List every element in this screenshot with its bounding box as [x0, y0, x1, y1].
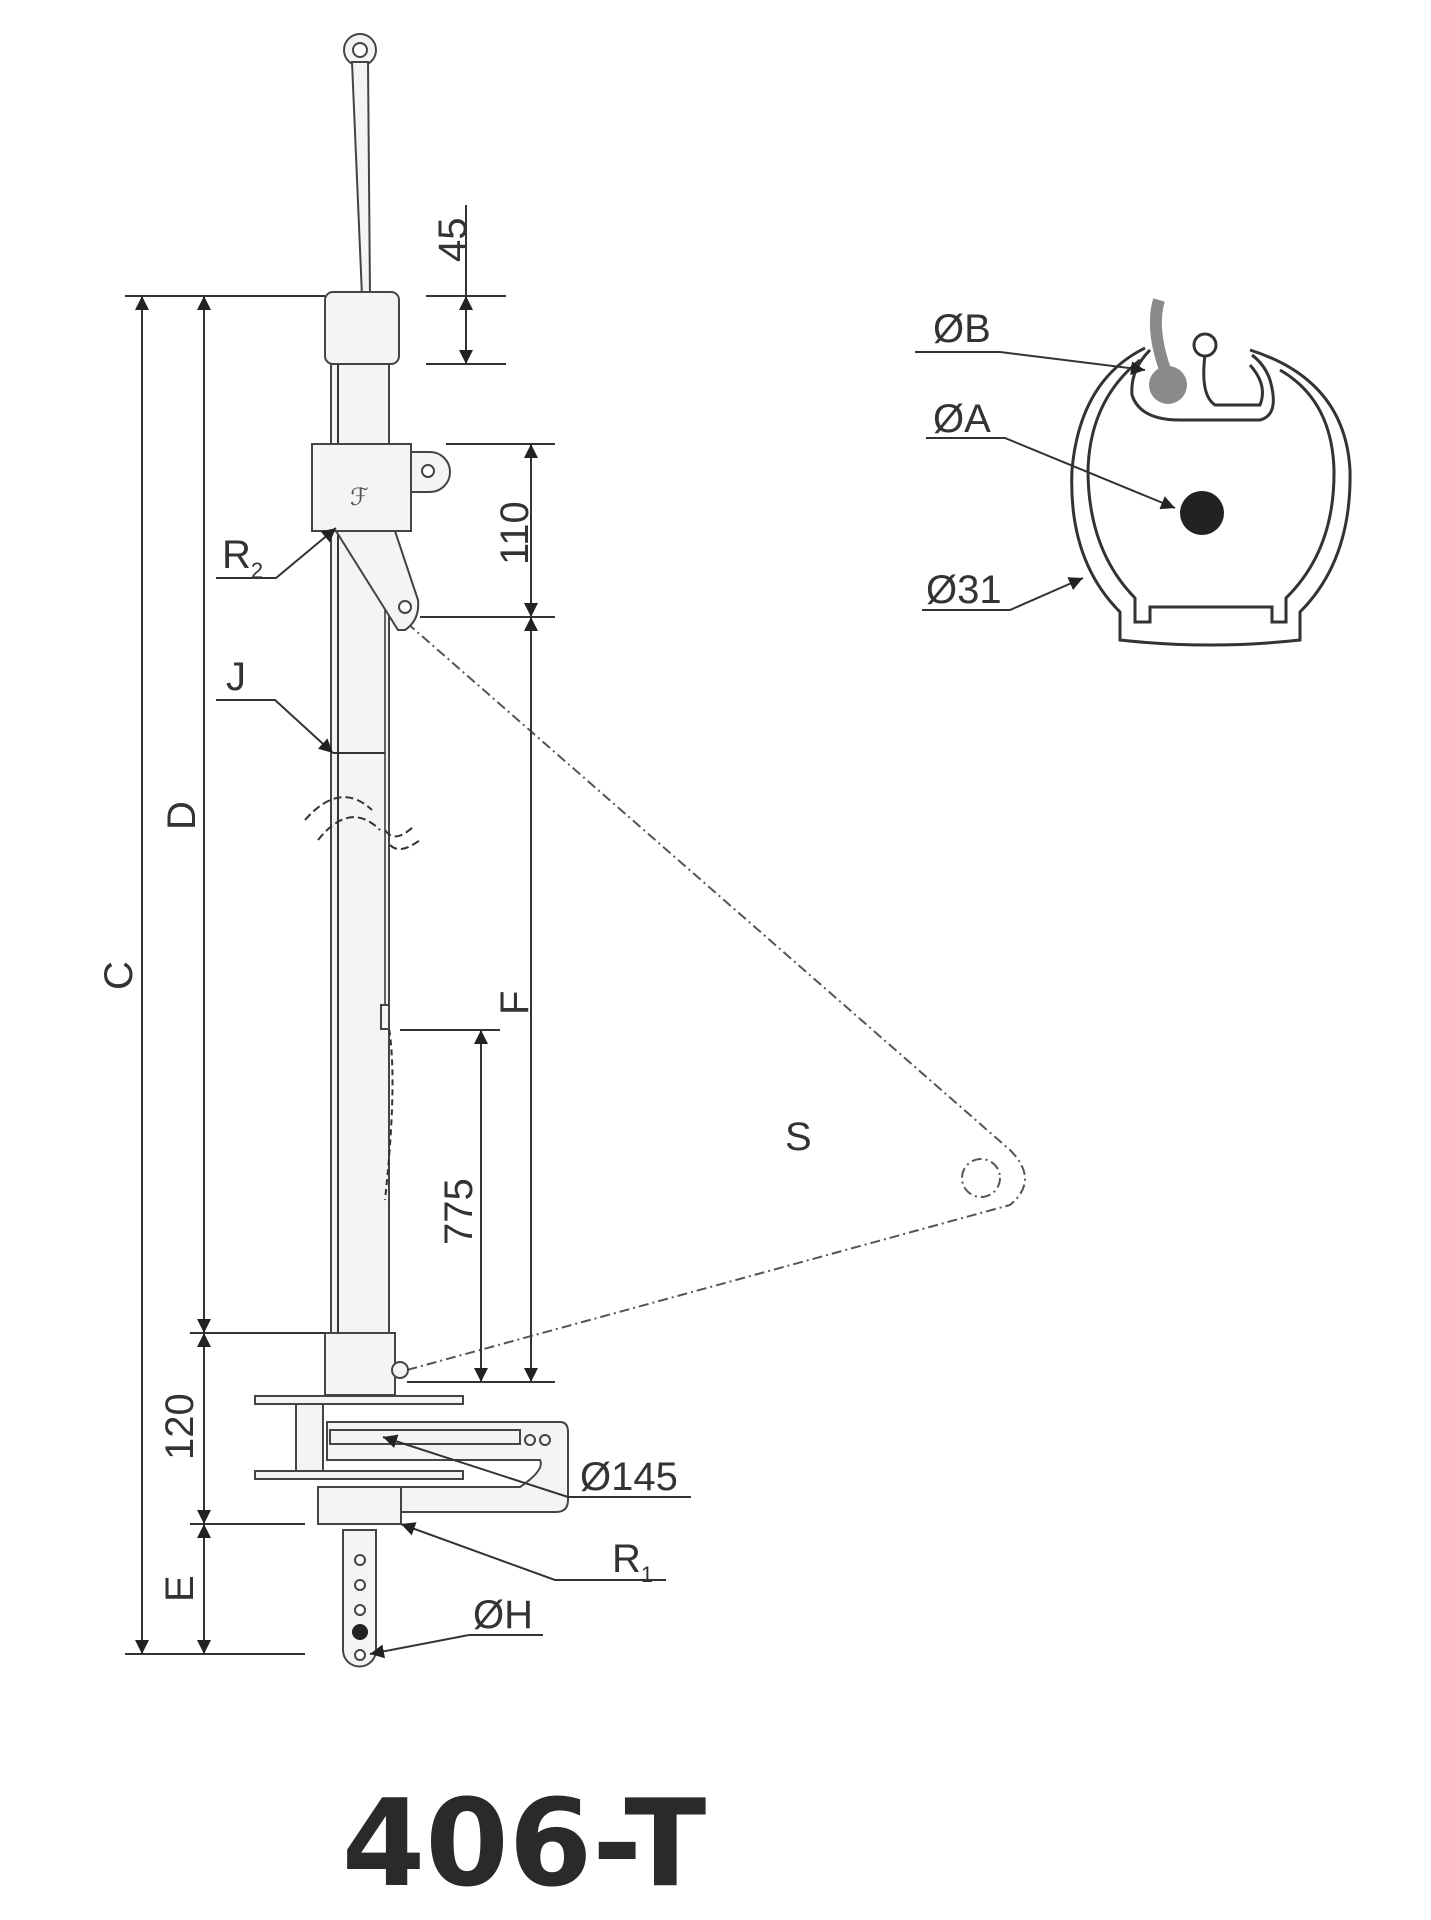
- R2-label: R2: [222, 533, 263, 583]
- clew-ring: [961, 1158, 1001, 1198]
- dim-120-label: 120: [158, 1393, 202, 1460]
- furler-assembly: ℱ: [254, 33, 569, 1668]
- diaB-label: ØB: [933, 307, 991, 351]
- dim-E-label: E: [158, 1575, 202, 1602]
- diaA-label: ØA: [933, 397, 991, 441]
- diaH-label: ØH: [473, 1593, 533, 1637]
- dimension-lines: [125, 205, 691, 1659]
- dia145-label: Ø145: [580, 1455, 678, 1499]
- sail-outline: [406, 622, 1026, 1371]
- dim-775-label: 775: [437, 1178, 481, 1245]
- model-title: 406-T: [342, 1775, 707, 1914]
- dia31-label: Ø31: [926, 568, 1002, 612]
- brand-logo: ℱ: [350, 484, 369, 511]
- dim-D-label: D: [160, 801, 204, 830]
- sail-S-label: S: [785, 1115, 812, 1159]
- foil-profile: [915, 298, 1352, 647]
- R1-label: R1: [612, 1537, 653, 1587]
- dim-C-label: C: [97, 961, 141, 990]
- dim-45-label: 45: [431, 218, 475, 263]
- dim-F-label: F: [493, 991, 537, 1015]
- dim-110-label: 110: [493, 501, 537, 565]
- J-label: J: [226, 655, 246, 699]
